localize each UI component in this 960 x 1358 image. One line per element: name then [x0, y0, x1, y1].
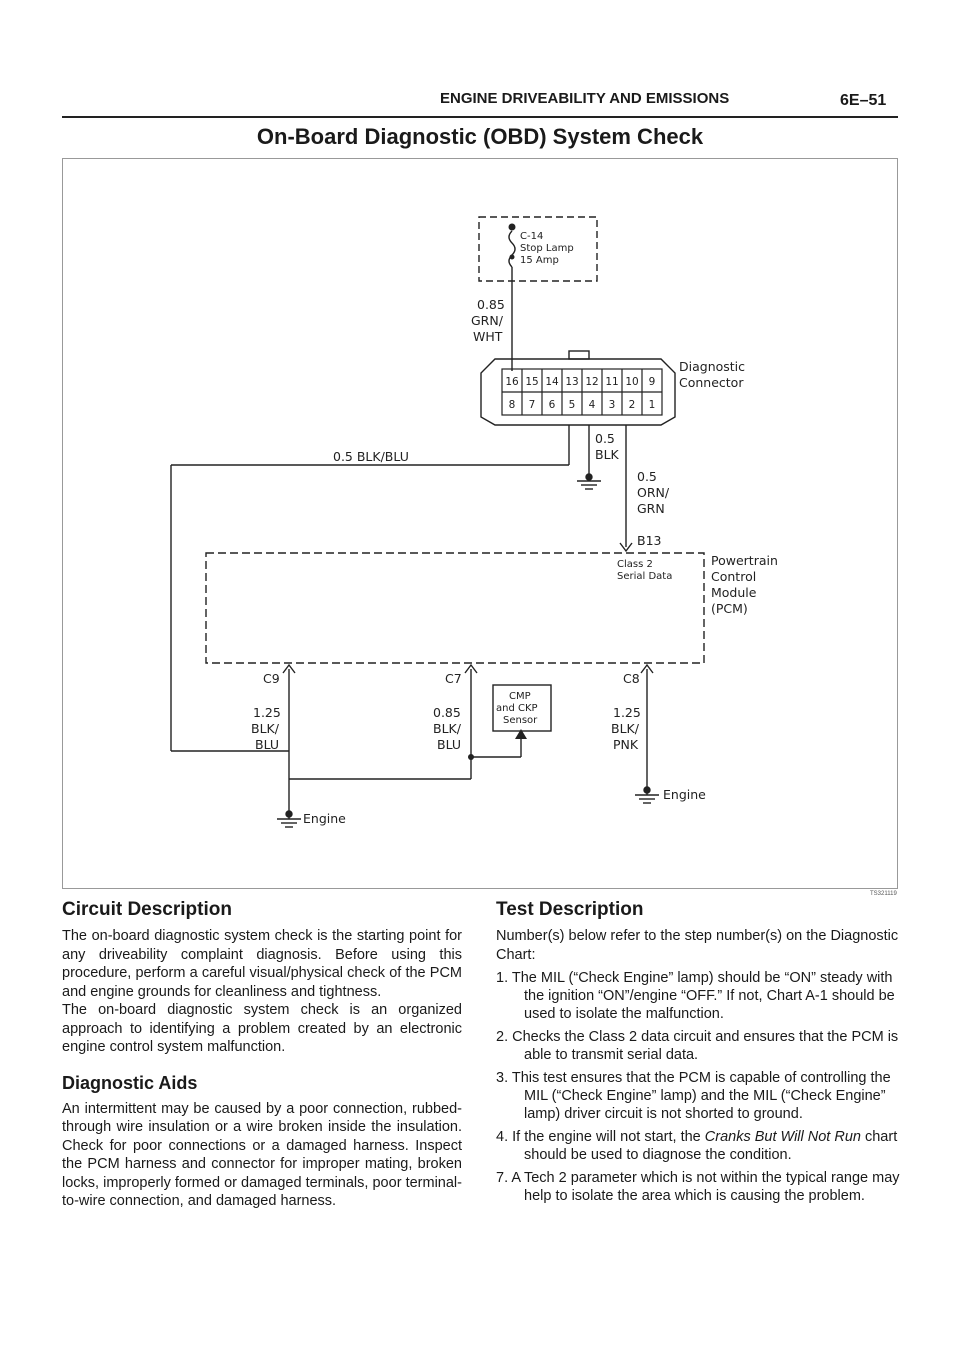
class2-label-2: Serial Data — [617, 571, 672, 582]
header-rule — [62, 116, 898, 118]
c9-wire-label-1: 1.25 — [253, 705, 281, 720]
circuit-description-p1: The on-board diagnostic system check is … — [62, 928, 462, 1000]
fuse-label-2: Stop Lamp — [520, 243, 574, 254]
connector-pin-label: 10 — [625, 376, 638, 388]
pcm-label-4: (PCM) — [711, 601, 748, 616]
class2-label-1: Class 2 — [617, 559, 653, 570]
test-description-heading: Test Description — [496, 899, 644, 920]
c8-wire-label-1: 1.25 — [613, 705, 641, 720]
connector-pin-label: 2 — [629, 399, 636, 411]
grn-wht-label-3: WHT — [473, 329, 503, 344]
connector-pin-label: 16 — [505, 376, 519, 388]
connector-pin-label: 1 — [649, 399, 656, 411]
wiring-diagram-svg: 16 15 14 13 12 11 10 9 8 7 6 5 4 3 2 1 C-14 Stop Lamp — [170, 216, 778, 828]
diagnostic-aids-heading: Diagnostic Aids — [62, 1072, 198, 1093]
c7-label: C7 — [445, 671, 462, 686]
test-step-4-chart-name: Cranks But Will Not Run — [704, 1129, 861, 1145]
fuse-box — [478, 216, 598, 282]
fuse-label-3: 15 Amp — [520, 255, 559, 266]
pcm-label-1: Powertrain — [711, 553, 778, 568]
sensor-label-2: and CKP — [496, 703, 538, 714]
pcm-label-2: Control — [711, 569, 756, 584]
test-step-7: 7. A Tech 2 parameter which is not withi… — [496, 1170, 900, 1204]
fuse-label-1: C-14 — [520, 231, 543, 242]
c9-wire-label-2: BLK/ — [251, 721, 280, 736]
engine-label-2: Engine — [663, 787, 706, 802]
c8-wire-label-3: PNK — [613, 737, 639, 752]
blk-label-2: BLK — [595, 447, 620, 462]
ground-icon-blk — [577, 471, 601, 490]
c8-label: C8 — [623, 671, 640, 686]
connector-label-1: Diagnostic — [679, 359, 745, 374]
c8-wire-label-2: BLK/ — [611, 721, 640, 736]
test-step-4: 4. If the engine will not start, the Cra… — [496, 1128, 900, 1164]
c9-label: C9 — [263, 671, 280, 686]
right-column: Test Description Number(s) below refer t… — [496, 899, 900, 1205]
fuse-icon — [508, 230, 516, 268]
circuit-description-p2: The on-board diagnostic system check is … — [62, 1002, 462, 1055]
connector-pin-label: 3 — [609, 399, 616, 411]
connector-pin-label: 4 — [589, 399, 596, 411]
ground-icon-engine-2 — [635, 786, 659, 804]
sensor-label-3: Sensor — [503, 715, 538, 726]
test-step-2: 2. Checks the Class 2 data circuit and e… — [496, 1029, 899, 1063]
pcm-label-3: Module — [711, 585, 757, 600]
wiring-diagram: 16 15 14 13 12 11 10 9 8 7 6 5 4 3 2 1 C-14 Stop Lamp — [62, 158, 898, 889]
left-column: Circuit Description The on-board diagnos… — [62, 899, 462, 1211]
connector-pin-label: 15 — [525, 376, 538, 388]
section-header: ENGINE DRIVEABILITY AND EMISSIONS — [440, 90, 730, 107]
connector-pin-label: 13 — [565, 376, 578, 388]
connector-pin-label: 11 — [605, 376, 618, 388]
test-step-3: 3. This test ensures that the PCM is cap… — [496, 1070, 891, 1122]
diagnostic-connector — [480, 358, 676, 426]
test-step-4-post: chart should be used to diagnose the con… — [524, 1129, 898, 1163]
diagnostic-aids-p1: An intermittent may be caused by a poor … — [62, 1100, 462, 1210]
pcm-box — [205, 552, 705, 664]
grn-wht-label-2: GRN/ — [471, 313, 504, 328]
ground-icon-engine-1 — [277, 810, 301, 828]
c7-wire-label-1: 0.85 — [433, 705, 461, 720]
circuit-description-heading: Circuit Description — [62, 899, 232, 920]
connector-latch — [568, 350, 590, 360]
connector-label-2: Connector — [679, 375, 744, 390]
orn-grn-label-3: GRN — [637, 501, 665, 516]
b13-label: B13 — [637, 533, 661, 548]
sensor-label-1: CMP — [509, 691, 531, 702]
c7-wire-label-3: BLU — [437, 737, 461, 752]
connector-pin-label: 5 — [569, 399, 576, 411]
test-description-intro: Number(s) below refer to the step number… — [496, 928, 899, 963]
orn-grn-label-2: ORN/ — [637, 485, 670, 500]
connector-pin-label: 7 — [529, 399, 536, 411]
connector-pin-label: 6 — [549, 399, 556, 411]
connector-pin-label: 8 — [509, 399, 516, 411]
blk-label-1: 0.5 — [595, 431, 615, 446]
sensor-arrow-icon — [515, 729, 527, 739]
test-step-1: 1. The MIL (“Check Engine” lamp) should … — [496, 970, 895, 1022]
grn-wht-label-1: 0.85 — [477, 297, 505, 312]
figure-id: TS321119 — [870, 891, 897, 897]
connector-pin-label: 14 — [545, 376, 559, 388]
page-number: 6E–51 — [840, 92, 887, 109]
connector-pin-label: 12 — [585, 376, 598, 388]
c7-wire-label-2: BLK/ — [433, 721, 462, 736]
c9-wire-label-3: BLU — [255, 737, 279, 752]
page-title: On-Board Diagnostic (OBD) System Check — [256, 124, 704, 149]
orn-grn-label-1: 0.5 — [637, 469, 657, 484]
blk-blu-label: 0.5 BLK/BLU — [333, 449, 409, 464]
engine-label-1: Engine — [303, 811, 346, 826]
test-step-4-pre: 4. If the engine will not start, the — [496, 1129, 705, 1145]
connector-pin-label: 9 — [649, 376, 656, 388]
